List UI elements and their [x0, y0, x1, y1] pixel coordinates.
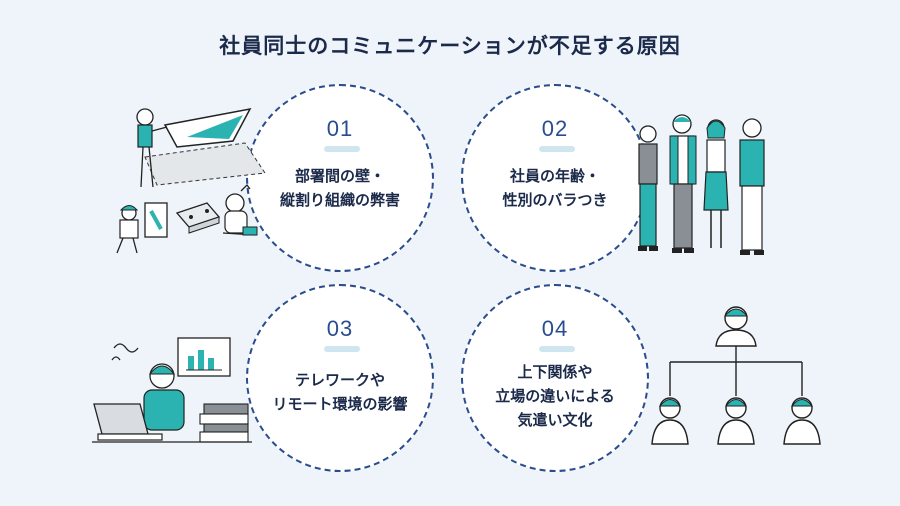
wall-building-people-illustration — [116, 107, 266, 254]
cause-line: 立場の違いによる — [495, 387, 615, 405]
number-underline — [324, 146, 360, 152]
cause-number: 04 — [541, 316, 569, 341]
cause-line: 社員の年齢・ — [509, 167, 600, 185]
number-underline — [539, 146, 575, 152]
cause-line: リモート環境の影響 — [272, 395, 408, 413]
cause-text: 社員の年齢・ 性別のバラつき — [463, 164, 647, 212]
number-underline — [539, 346, 575, 352]
cause-circle-04: 04 上下関係や 立場の違いによる 気遣い文化 — [461, 284, 649, 472]
cause-line: 気遣い文化 — [517, 411, 593, 429]
cause-circle-02: 02 社員の年齢・ 性別のバラつき — [461, 84, 649, 272]
cause-line: テレワークや — [294, 371, 385, 389]
cause-number: 03 — [326, 316, 354, 341]
diverse-group-illustration — [638, 114, 765, 255]
cause-text: 上下関係や 立場の違いによる 気遣い文化 — [463, 360, 647, 432]
number-underline — [324, 346, 360, 352]
cause-line: 性別のバラつき — [502, 191, 608, 209]
cause-circle-01: 01 部署間の壁・ 縦割り組織の弊害 — [246, 84, 434, 272]
org-chart-illustration — [651, 306, 821, 445]
cause-line: 縦割り組織の弊害 — [279, 191, 400, 209]
cause-line: 上下関係や — [517, 363, 593, 381]
cause-text: 部署間の壁・ 縦割り組織の弊害 — [248, 164, 432, 212]
cause-text: テレワークや リモート環境の影響 — [248, 368, 432, 416]
cause-line: 部署間の壁・ — [294, 167, 385, 185]
cause-number: 02 — [541, 116, 569, 141]
cause-circle-03: 03 テレワークや リモート環境の影響 — [246, 284, 434, 472]
cause-number: 01 — [326, 116, 354, 141]
remote-worker-illustration — [92, 337, 252, 443]
page-title: 社員同士のコミュニケーションが不足する原因 — [219, 34, 681, 58]
